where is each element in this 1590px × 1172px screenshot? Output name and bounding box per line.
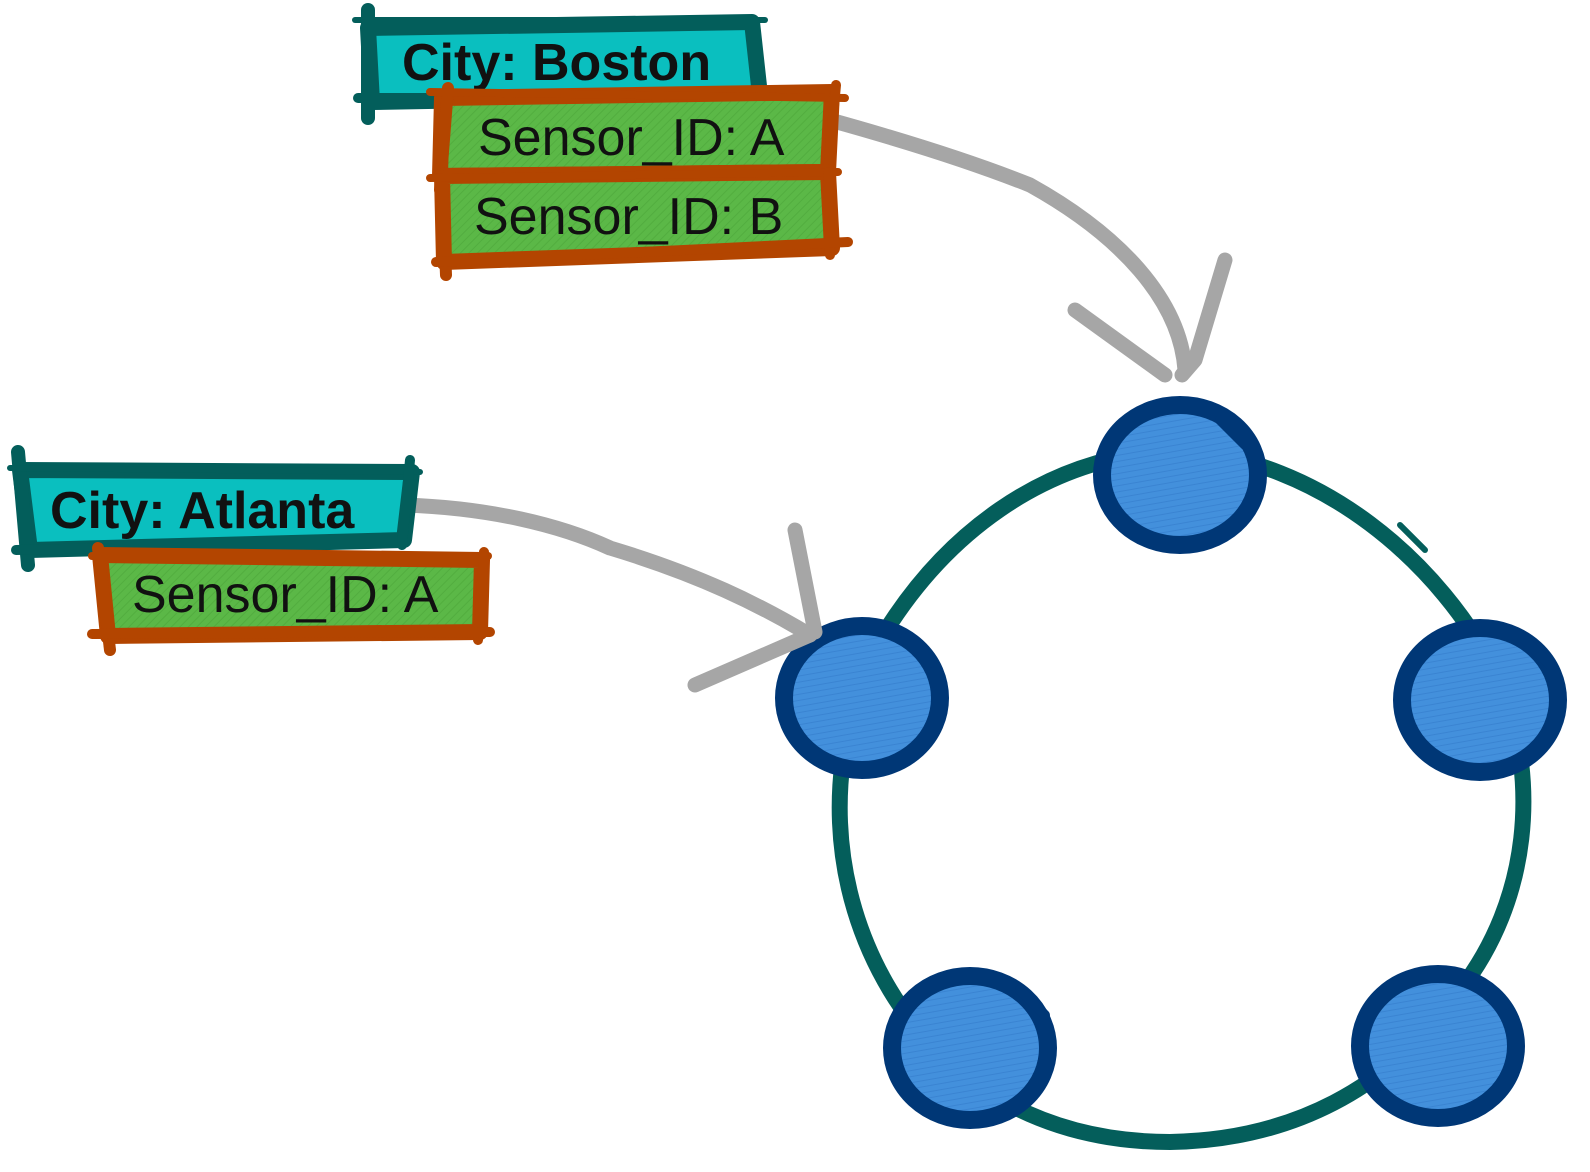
sensor-box-boston-b: Sensor_ID: B — [426, 164, 853, 281]
sensor-box-boston-a: Sensor_ID: A — [426, 80, 849, 196]
city-box-atlanta: City: Atlanta — [7, 445, 423, 572]
city-label-boston: City: Boston — [402, 34, 711, 92]
ring-stroke-tick — [1397, 522, 1428, 553]
arrow-boston — [822, 112, 1233, 383]
sensor-box-atlanta-a: Sensor_ID: A — [87, 542, 495, 656]
sensor-label-boston-a: Sensor_ID: A — [478, 109, 785, 167]
ring-nodes — [775, 396, 1567, 1129]
city-label-atlanta: City: Atlanta — [50, 482, 355, 540]
group-atlanta: City: Atlanta Sensor_ID: A — [7, 445, 495, 656]
ring-node-top — [1093, 396, 1267, 554]
ring-node-right — [1393, 619, 1567, 781]
city-box-boston: City: Boston — [352, 3, 768, 125]
arrow-atlanta — [397, 497, 823, 693]
ring-node-bottom-left — [883, 967, 1057, 1129]
sensor-label-boston-b: Sensor_ID: B — [474, 188, 783, 246]
sensor-label-atlanta-a: Sensor_ID: A — [132, 566, 439, 624]
ring-node-left — [775, 617, 949, 779]
ring-node-bottom-right — [1351, 965, 1525, 1127]
group-boston: City: Boston Sensor_ID: A Sensor_ID: B — [352, 3, 853, 281]
